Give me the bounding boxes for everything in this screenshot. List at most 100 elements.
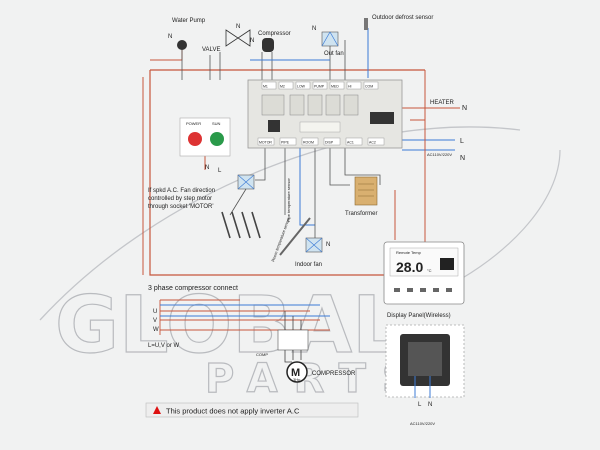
panel-n: N — [205, 165, 209, 171]
out-fan-label: Out fan — [324, 51, 344, 57]
pump-icon — [177, 40, 187, 50]
backplate-inner — [408, 342, 442, 376]
board-label-area — [299, 121, 341, 133]
transformer-label: Transformer — [345, 211, 377, 217]
room-sensor-probe — [279, 217, 311, 256]
compressor-icon — [262, 38, 274, 52]
display-button-3 — [420, 288, 426, 292]
pump-n: N — [168, 34, 172, 40]
watermark-subtext: PARTS — [205, 356, 427, 402]
compressor-label: Compressor — [258, 31, 291, 37]
fan-note-2: controlled by step motor — [148, 196, 212, 202]
transformer-icon — [354, 176, 378, 206]
heater-group: HEATER N L N AC110V/220V — [427, 100, 467, 162]
three-phase-section: 3 phase compressor connect U V W L=U,V o… — [148, 285, 356, 383]
fan-note-1: If spkd A.C. Fan direction — [148, 188, 215, 194]
backplate-supply: AC110V/220V — [410, 421, 435, 426]
contactor-leads — [284, 311, 302, 363]
room-sensor-wire — [299, 148, 315, 226]
out-fan-n: N — [312, 26, 316, 32]
heater-n: N — [462, 105, 467, 112]
heater-label: HEATER — [430, 100, 455, 106]
contactor — [277, 329, 309, 351]
swing-motor-cross — [237, 174, 255, 190]
swing-link — [229, 188, 247, 216]
pipe-sensor-label: Pipe temperature sensor — [286, 178, 291, 222]
board-port-label: PIPE — [281, 141, 290, 145]
panel-l: L — [218, 168, 222, 174]
compressor-wire — [261, 52, 273, 80]
sun-button — [210, 132, 224, 146]
board-terminal-label: HI — [348, 85, 352, 89]
board-port-label: MOTOR — [259, 141, 272, 145]
warning-banner: This product does not apply inverter A.C — [145, 402, 359, 418]
display-button-4 — [433, 288, 439, 292]
board-relay-3 — [307, 94, 323, 116]
board-terminal-label: LOW — [297, 85, 306, 89]
board-relay-2 — [289, 94, 305, 116]
fan-note-3: through socket 'MOTOR' — [148, 204, 214, 210]
valve-wire — [209, 52, 221, 80]
ac-supply-label: AC110V/220V — [427, 152, 452, 157]
defrost-sensor: Outdoor defrost sensor — [364, 15, 433, 30]
board-terminal — [295, 81, 311, 90]
board-terminal-label: COM — [365, 85, 373, 89]
valve-label: VALVE — [202, 47, 220, 53]
out-fan: Out fan N — [312, 26, 344, 57]
phase-v: V — [153, 318, 157, 324]
defrost-label: Outdoor defrost sensor — [372, 15, 433, 21]
transformer-coil — [358, 183, 374, 197]
warning-icon — [153, 406, 161, 414]
out-fan-icon — [321, 31, 339, 47]
defrost-icon — [364, 18, 368, 30]
water-pump: Water Pump N — [168, 18, 206, 50]
board-terminal-label: M1 — [263, 85, 268, 89]
valve-icon — [225, 29, 251, 47]
board-terminal — [363, 81, 379, 90]
luvw-label: L=U,V or W — [148, 343, 180, 349]
display-temp: 28.0 — [396, 259, 423, 275]
pump-wire — [150, 50, 183, 61]
display-panel: Remote Temp 28.0 °C Display Panel(Wirele… — [383, 241, 465, 319]
transformer-wire — [329, 148, 381, 186]
board-port-label: AC1 — [347, 141, 354, 145]
backplate-l: L — [418, 402, 422, 408]
board-terminal-label: M2 — [280, 85, 285, 89]
board-terminal-label: PUMP — [314, 85, 325, 89]
three-phase-title: 3 phase compressor connect — [148, 285, 238, 292]
power-button — [188, 132, 202, 146]
display-backplate: L N AC110V/220V — [385, 324, 465, 426]
indoor-fan: Indoor fan N — [295, 237, 330, 268]
pump-label: Water Pump — [172, 18, 206, 24]
ac-n: N — [460, 155, 465, 162]
board-port — [323, 137, 341, 146]
valve: VALVE N — [202, 24, 251, 53]
compressor-top: Compressor N — [250, 31, 291, 52]
board-terminal — [329, 81, 345, 90]
board-port-label: ROOM — [303, 141, 314, 145]
power-label: POWER — [186, 121, 201, 126]
sun-label: SUN — [212, 121, 221, 126]
ac-wire — [402, 139, 455, 151]
display-buttons — [394, 288, 452, 292]
board-port — [301, 137, 319, 146]
valve-n: N — [236, 24, 240, 30]
indoor-fan-n: N — [326, 242, 330, 248]
board-terminal — [346, 81, 362, 90]
display-button-2 — [407, 288, 413, 292]
board-terminal — [261, 81, 277, 90]
board-heatsink — [370, 112, 394, 124]
indoor-fan-label: Indoor fan — [295, 262, 322, 268]
display-button-5 — [446, 288, 452, 292]
board-relay-4 — [325, 94, 341, 116]
board-port — [279, 137, 297, 146]
motor-wire — [255, 148, 266, 181]
warning-box — [145, 402, 359, 418]
board-port-label: AC2 — [369, 141, 376, 145]
board-terminal — [278, 81, 294, 90]
swing-motor: If spkd A.C. Fan direction controlled by… — [148, 174, 261, 239]
